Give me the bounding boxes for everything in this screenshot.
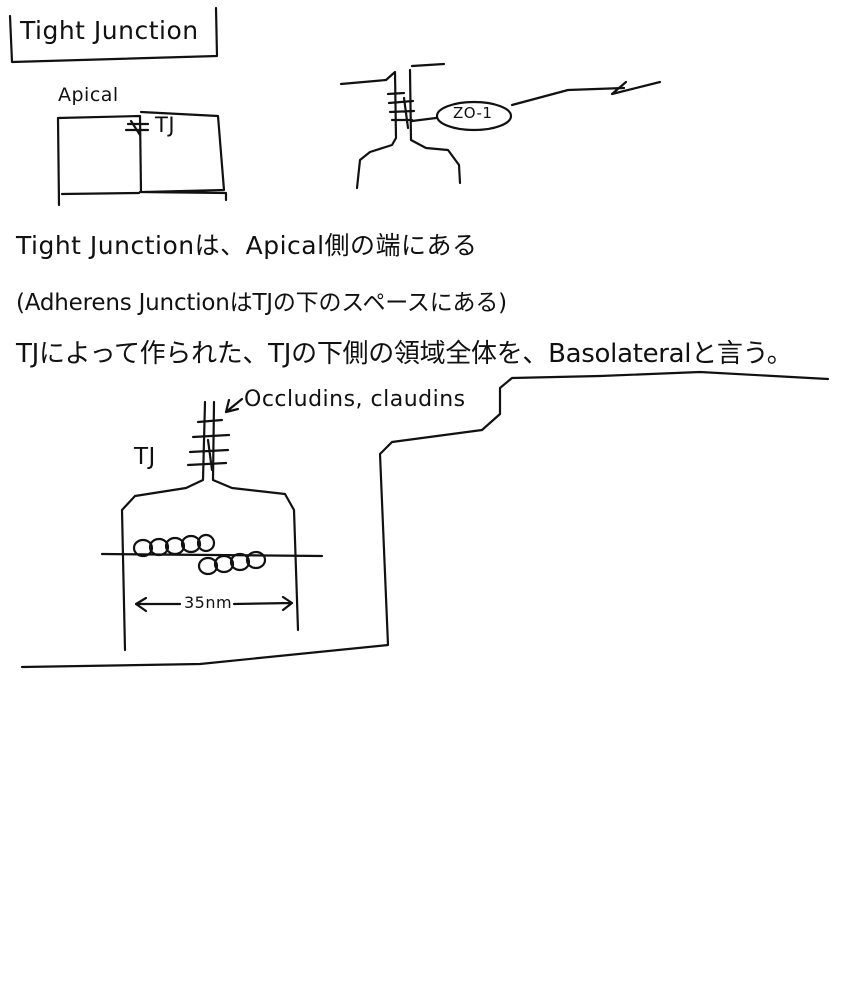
protein-chain-lower xyxy=(197,550,267,576)
title-box xyxy=(8,6,219,64)
tj-label-figure1: TJ xyxy=(155,113,176,137)
strands xyxy=(386,91,416,130)
width-arrow-left xyxy=(134,596,182,613)
tj-zo1-diagram xyxy=(339,62,662,190)
cell-left-outline xyxy=(56,114,143,207)
occludin-arrow xyxy=(224,397,244,414)
text-line-3: TJによって作られた、TJの下側の領域全体を、Basolateralと言う。 xyxy=(16,339,793,369)
apical-label: Apical xyxy=(58,84,119,106)
connector xyxy=(410,116,438,123)
left-membrane xyxy=(339,70,398,190)
basolateral-outline xyxy=(20,370,830,669)
cell-diagram-apical xyxy=(56,110,228,207)
strand-crosses xyxy=(186,418,231,472)
tail-line xyxy=(510,80,662,107)
text-line-2: (Adherens JunctionはTJの下のスペースにある) xyxy=(16,290,507,316)
tj-detail-diagram xyxy=(100,397,324,652)
protein-chain-upper xyxy=(132,533,216,558)
right-membrane xyxy=(408,62,462,185)
page-title: Tight Junction xyxy=(20,16,199,45)
width-label: 35nm xyxy=(184,593,233,612)
tj-mark-left xyxy=(124,119,150,137)
zo1-oval xyxy=(435,100,513,132)
text-line-1: Tight Junctionは、Apical側の端にある xyxy=(16,231,478,260)
membrane-line xyxy=(100,552,324,558)
zo1-label: ZO-1 xyxy=(453,104,493,122)
cell-right-outline xyxy=(138,110,228,202)
width-arrow-right xyxy=(232,595,294,612)
tj-label-figure3: TJ xyxy=(134,444,156,470)
membrane-stems xyxy=(120,400,300,652)
proteins-label: Occludins, claudins xyxy=(244,387,466,412)
